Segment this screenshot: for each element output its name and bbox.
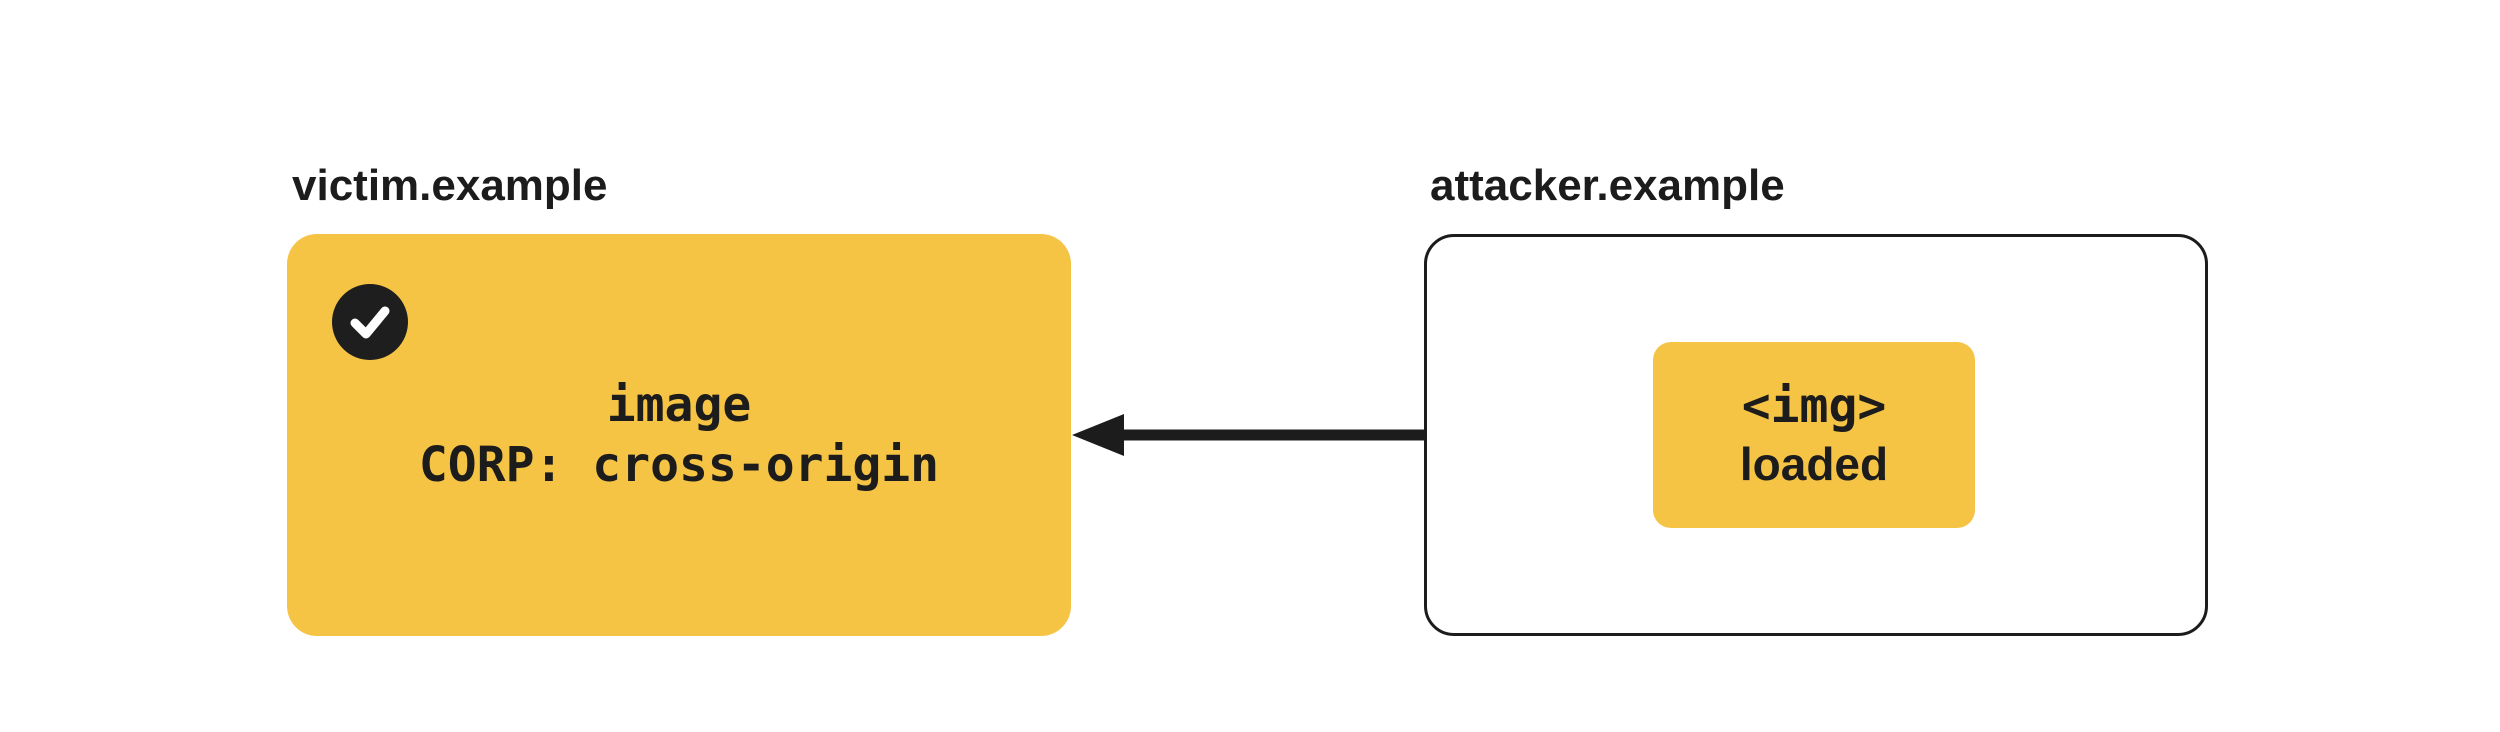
victim-card: image CORP: cross-origin [287,234,1071,636]
check-badge [332,284,408,360]
victim-domain-label: victim.example [292,161,608,210]
attacker-card: <img> loaded [1424,234,2208,636]
chip-line-img-tag: <img> [1741,378,1887,434]
check-icon [350,306,390,339]
attacker-domain-label: attacker.example [1430,161,1785,210]
victim-card-line-resource: image [606,377,752,433]
img-loaded-chip: <img> loaded [1653,342,1975,528]
chip-line-loaded: loaded [1739,438,1889,490]
victim-card-line-corp-header: CORP: cross-origin [418,437,940,493]
